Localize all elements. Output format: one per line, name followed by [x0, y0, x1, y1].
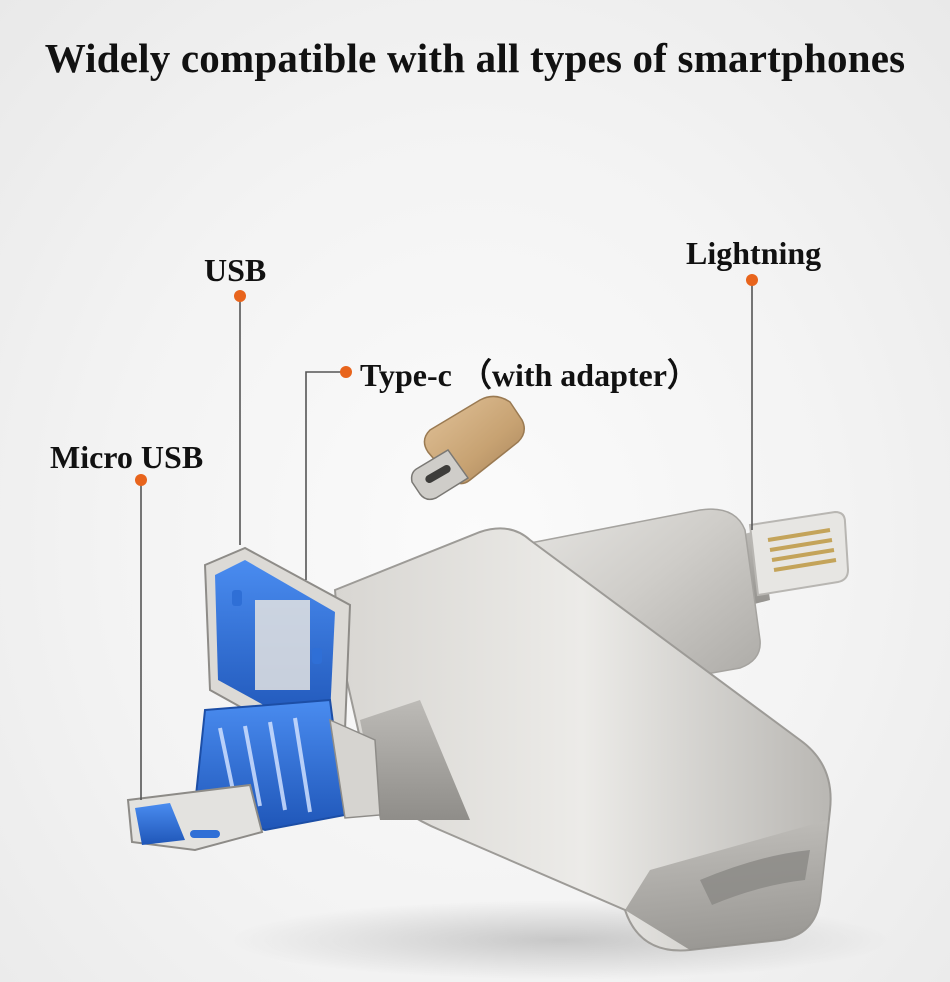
micro-usb-connector	[126, 783, 264, 852]
drive-core-body	[360, 700, 470, 820]
label-usb: USB	[204, 252, 267, 288]
callout-dot-micro-usb	[135, 474, 147, 486]
label-micro-usb: Micro USB	[50, 439, 204, 475]
label-lightning: Lightning	[686, 235, 822, 271]
callout-dot-usb	[234, 290, 246, 302]
callout-dot-type-c	[340, 366, 352, 378]
callout-dots	[135, 274, 758, 486]
label-type-c: Type-c （with adapter）	[360, 357, 699, 393]
type-c-adapter	[410, 395, 525, 501]
usb-a-connector	[203, 546, 352, 742]
callout-lines	[140, 280, 753, 800]
keyring-slot	[700, 850, 810, 905]
headline: Widely compatible with all types of smar…	[44, 35, 906, 81]
callout-dot-lightning	[746, 274, 758, 286]
